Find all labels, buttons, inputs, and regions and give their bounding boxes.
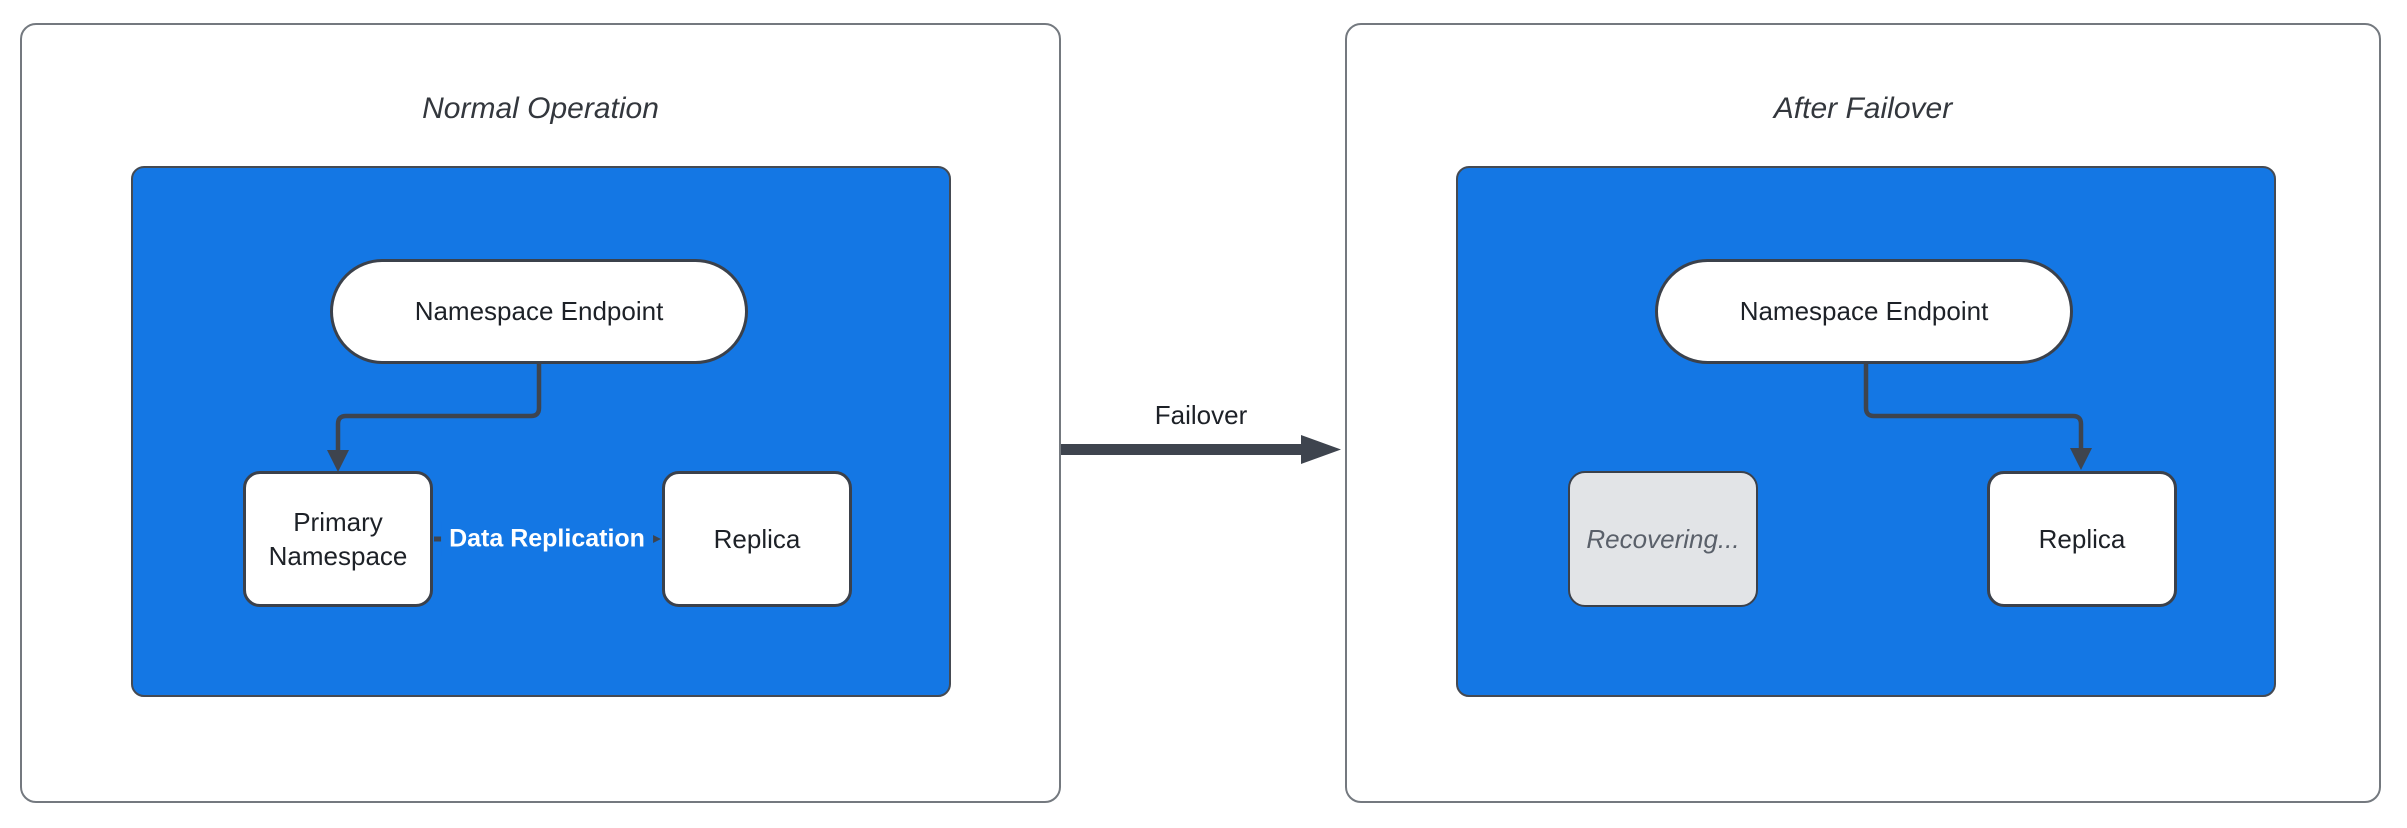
panel-normal-operation: Normal Operation Namespace Endpoint Prim…	[20, 23, 1061, 803]
node-recovering: Recovering...	[1568, 471, 1758, 607]
node-primary-namespace: Primary Namespace	[243, 471, 433, 607]
node-replica: Replica	[1987, 471, 2177, 607]
node-label-namespace-endpoint: Namespace Endpoint	[1739, 296, 1989, 326]
edge-endpoint-to-primary-arrow-icon	[327, 362, 542, 472]
failover-transition: Failover	[1061, 400, 1341, 470]
panel-after-failover: After Failover Namespace Endpoint Recove…	[1345, 23, 2381, 803]
node-label-replica: Replica	[2038, 524, 2126, 554]
node-replica: Replica	[662, 471, 852, 607]
node-label-replica: Replica	[713, 524, 801, 554]
panel-title-normal-operation: Normal Operation	[422, 92, 659, 125]
namespace-container-normal: Namespace Endpoint Primary Namespace Rep…	[131, 166, 951, 697]
node-namespace-endpoint: Namespace Endpoint	[1655, 259, 2073, 364]
failover-label: Failover	[1154, 400, 1248, 430]
node-label-recovering: Recovering...	[1586, 524, 1740, 554]
failover-arrow-icon	[1061, 435, 1341, 464]
node-label-namespace-endpoint: Namespace Endpoint	[414, 296, 664, 326]
node-label-primary-namespace: Primary Namespace	[268, 507, 408, 571]
panel-title-after-failover: After Failover	[1773, 92, 1953, 125]
edge-endpoint-to-replica-arrow-icon	[1863, 362, 2092, 470]
edge-data-replication-arrow-icon	[434, 527, 661, 551]
namespace-container-failover: Namespace Endpoint Recovering... Replica	[1456, 166, 2276, 697]
node-namespace-endpoint: Namespace Endpoint	[330, 259, 748, 364]
edge-label-data-replication: Data Replication	[441, 521, 653, 557]
